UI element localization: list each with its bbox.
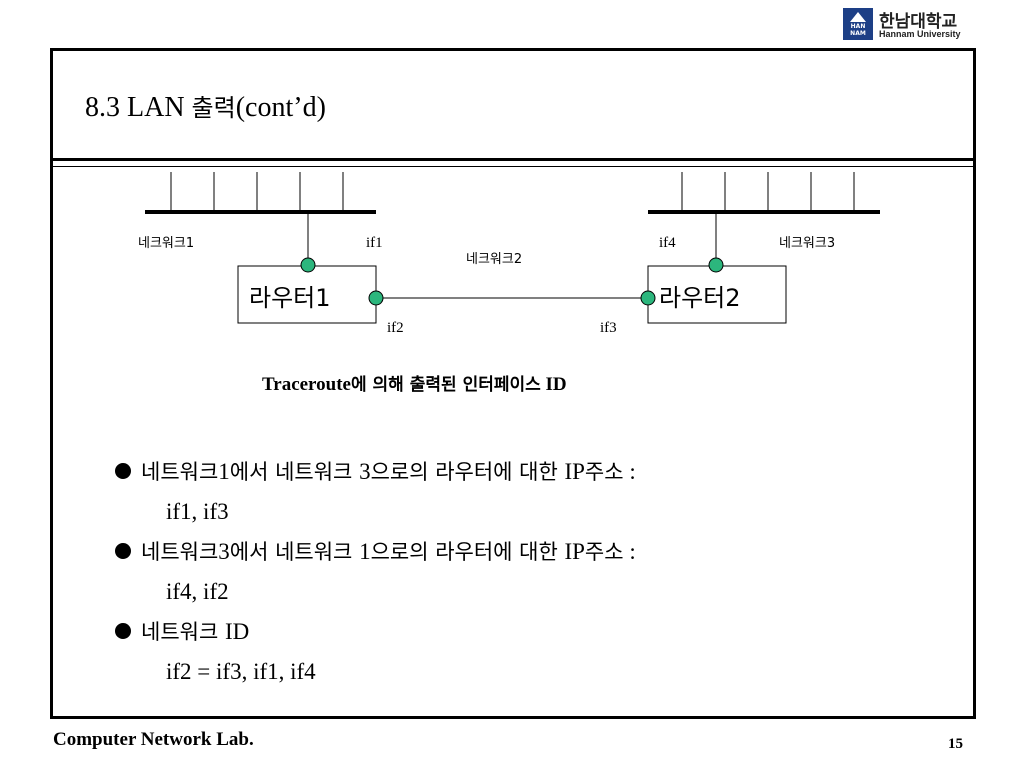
if1-dot [300, 257, 316, 273]
slide-title: 8.3 LAN 출력(cont’d) [85, 92, 326, 123]
if1-label: if1 [366, 235, 383, 251]
bullet-item: 네트워크 ID [115, 612, 965, 652]
bullet-answer: if2 = if3, if1, if4 [166, 659, 316, 684]
router2-box [647, 265, 787, 324]
logo-mark-icon: HAN NAM [843, 8, 873, 40]
footer-lab-name: Computer Network Lab. [53, 729, 254, 750]
network3-hosts [681, 172, 855, 212]
logo-english-name: Hannam University [879, 29, 961, 39]
router1-box [237, 265, 377, 324]
bullet-item: 네트워크3에서 네트워크 1으로의 라우터에 대한 IP주소 : [115, 532, 965, 572]
router1-label: 라우터1 [249, 284, 331, 312]
bullet-list: 네트워크1에서 네트워크 3으로의 라우터에 대한 IP주소 : if1, if… [115, 452, 965, 692]
if3-dot [640, 290, 656, 306]
bullet-dot-icon [115, 543, 131, 559]
bullet-answer: if4, if2 [166, 579, 229, 604]
logo-korean-name: 한남대학교 [879, 12, 958, 32]
if4-label: if4 [659, 235, 676, 251]
title-divider-thin [53, 166, 973, 167]
if2-label: if2 [387, 320, 404, 336]
bullet-item: 네트워크1에서 네트워크 3으로의 라우터에 대한 IP주소 : [115, 452, 965, 492]
title-divider [53, 158, 973, 161]
network1-hosts [170, 172, 344, 212]
if3-label: if3 [600, 320, 617, 336]
university-logo: HAN NAM 한남대학교 Hannam University [843, 8, 983, 42]
bullet-answer: if1, if3 [166, 499, 229, 524]
diagram-caption: Traceroute에 의해 출력된 인터페이스 ID [262, 374, 567, 395]
network2-label: 네크워크2 [466, 252, 522, 267]
page-number: 15 [948, 736, 963, 752]
slide-frame [50, 48, 976, 719]
bullet-dot-icon [115, 463, 131, 479]
if2-dot [368, 290, 384, 306]
bullet-dot-icon [115, 623, 131, 639]
network3-label: 네크워크3 [779, 236, 835, 251]
if4-dot [708, 257, 724, 273]
router2-label: 라우터2 [659, 284, 741, 312]
network1-label: 네크워크1 [138, 236, 194, 251]
